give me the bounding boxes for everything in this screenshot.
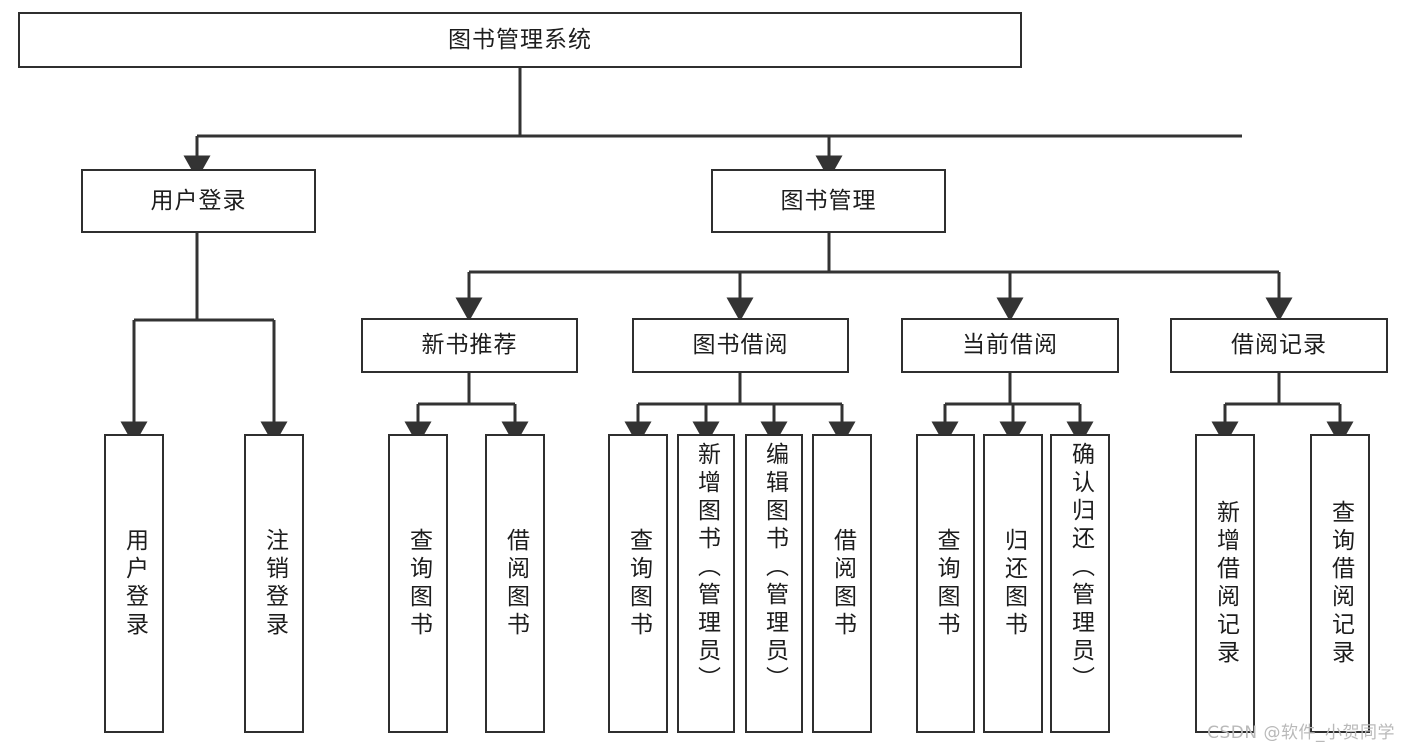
leaf-label: 新增借阅记录	[1212, 499, 1239, 668]
node-label: 图书管理	[780, 187, 877, 214]
leaf-label: 查询图书	[405, 527, 432, 640]
leaf-user-login-logout[interactable]: 注销登录	[244, 434, 304, 733]
leaf-label: 编辑图书（管理员）	[761, 442, 788, 694]
leaf-label: 注销登录	[261, 527, 288, 640]
leaf-new-book-borrow-book[interactable]: 借阅图书	[485, 434, 545, 733]
leaf-label: 查询借阅记录	[1327, 499, 1354, 668]
leaf-label: 归还图书	[1000, 527, 1027, 640]
node-borrowing-record[interactable]: 借阅记录	[1170, 318, 1388, 373]
leaf-book-borrow-edit-book-admin[interactable]: 编辑图书（管理员）	[745, 434, 803, 733]
node-label: 图书管理系统	[448, 26, 592, 53]
node-label: 用户登录	[150, 187, 247, 214]
csdn-watermark: CSDN @软件_小贺同学	[1207, 723, 1395, 743]
node-label: 图书借阅	[692, 332, 789, 358]
leaf-book-borrow-query-book[interactable]: 查询图书	[608, 434, 668, 733]
node-book-borrowing[interactable]: 图书借阅	[632, 318, 849, 373]
leaf-book-borrow-add-book-admin[interactable]: 新增图书（管理员）	[677, 434, 735, 733]
leaf-label: 用户登录	[121, 527, 148, 640]
node-root-book-management-system[interactable]: 图书管理系统	[18, 12, 1022, 68]
node-label: 借阅记录	[1231, 332, 1327, 358]
node-new-book-recommendation[interactable]: 新书推荐	[361, 318, 578, 373]
node-label: 新书推荐	[421, 332, 518, 358]
leaf-label: 查询图书	[933, 527, 959, 640]
leaf-current-borrow-query-book[interactable]: 查询图书	[916, 434, 975, 733]
leaf-current-borrow-return-book[interactable]: 归还图书	[983, 434, 1043, 733]
leaf-label: 借阅图书	[502, 527, 529, 640]
leaf-label: 确认归还（管理员）	[1067, 442, 1094, 694]
leaf-label: 查询图书	[625, 527, 652, 640]
leaf-label: 借阅图书	[829, 527, 856, 640]
leaf-user-login-login[interactable]: 用户登录	[104, 434, 164, 733]
leaf-new-book-query-book[interactable]: 查询图书	[388, 434, 448, 733]
node-book-management[interactable]: 图书管理	[711, 169, 946, 233]
leaf-current-borrow-confirm-return-admin[interactable]: 确认归还（管理员）	[1050, 434, 1110, 733]
leaf-label: 新增图书（管理员）	[693, 442, 720, 694]
leaf-book-borrow-borrow-book[interactable]: 借阅图书	[812, 434, 872, 733]
leaf-borrow-record-add-record[interactable]: 新增借阅记录	[1195, 434, 1255, 733]
node-label: 当前借阅	[962, 332, 1058, 358]
node-current-borrowing[interactable]: 当前借阅	[901, 318, 1119, 373]
leaf-borrow-record-query-record[interactable]: 查询借阅记录	[1310, 434, 1370, 733]
node-user-login[interactable]: 用户登录	[81, 169, 316, 233]
